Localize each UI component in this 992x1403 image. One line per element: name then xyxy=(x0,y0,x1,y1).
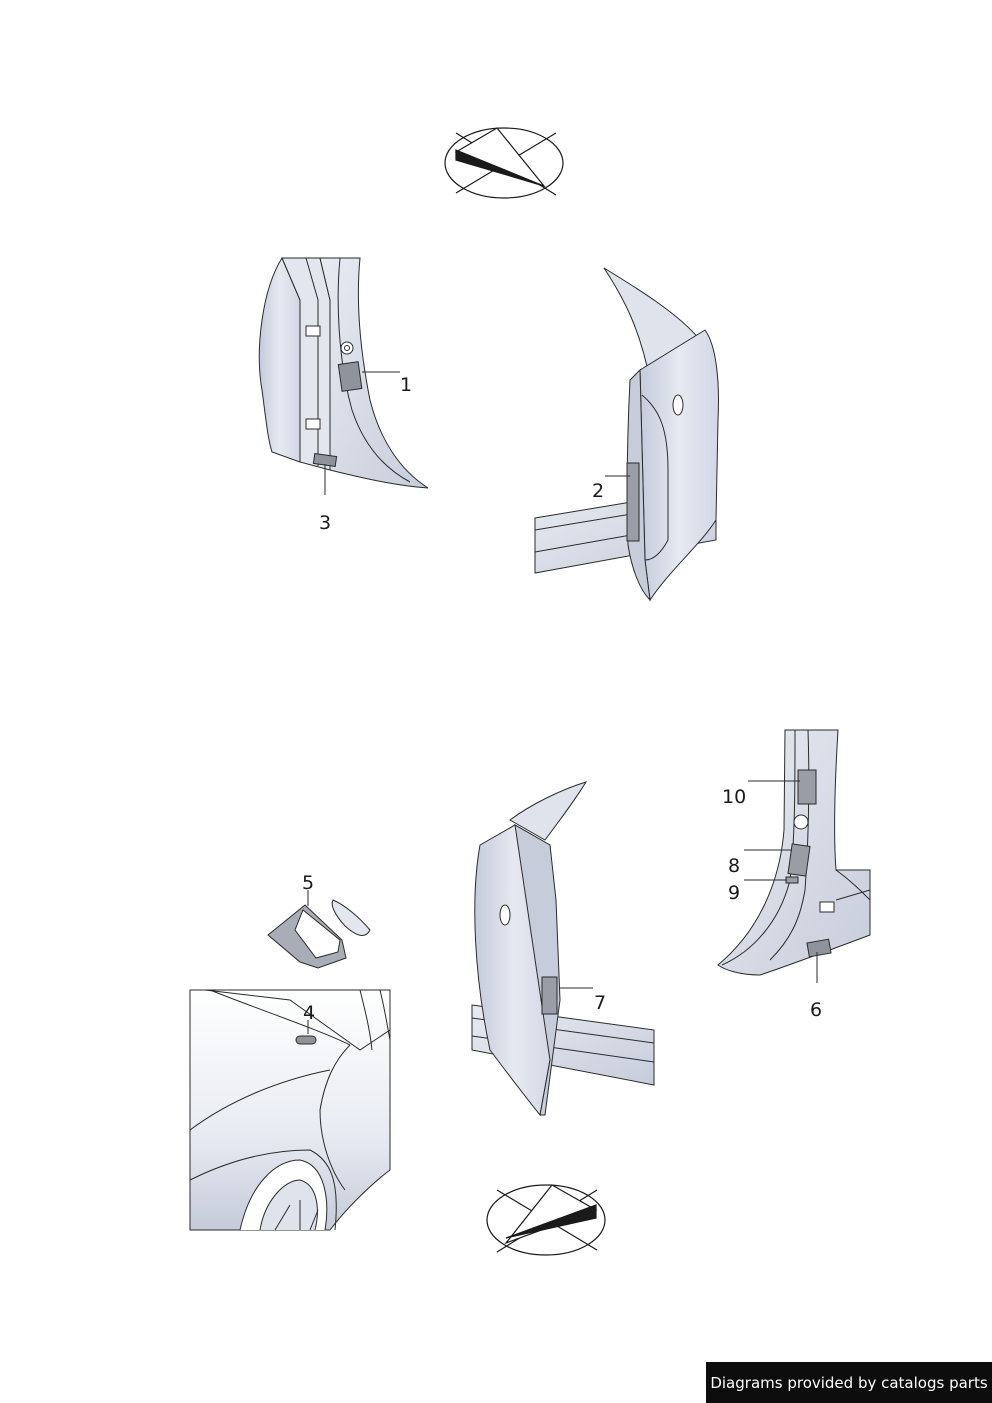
door-frame-sill-view xyxy=(534,267,719,602)
b-pillar-front-view xyxy=(258,256,429,495)
rear-pillar-view xyxy=(717,729,871,983)
orientation-compass-icon xyxy=(444,127,564,199)
orientation-compass-icon xyxy=(486,1184,606,1256)
callout-9: 9 xyxy=(728,882,741,904)
callout-7: 7 xyxy=(594,992,607,1014)
bracket-part-5 xyxy=(267,890,371,969)
callout-2: 2 xyxy=(592,480,605,502)
callout-3: 3 xyxy=(319,512,332,534)
callout-5: 5 xyxy=(302,872,315,894)
credit-text: Diagrams provided by catalogs parts xyxy=(710,1373,988,1392)
credit-banner: Diagrams provided by catalogs parts xyxy=(706,1362,992,1403)
callout-10: 10 xyxy=(722,786,747,808)
callout-8: 8 xyxy=(728,855,741,877)
c-pillar-sill-view xyxy=(471,781,655,1117)
callout-6: 6 xyxy=(810,999,823,1021)
callout-4: 4 xyxy=(303,1002,316,1024)
front-fender-view xyxy=(189,989,391,1231)
callout-1: 1 xyxy=(400,374,413,396)
